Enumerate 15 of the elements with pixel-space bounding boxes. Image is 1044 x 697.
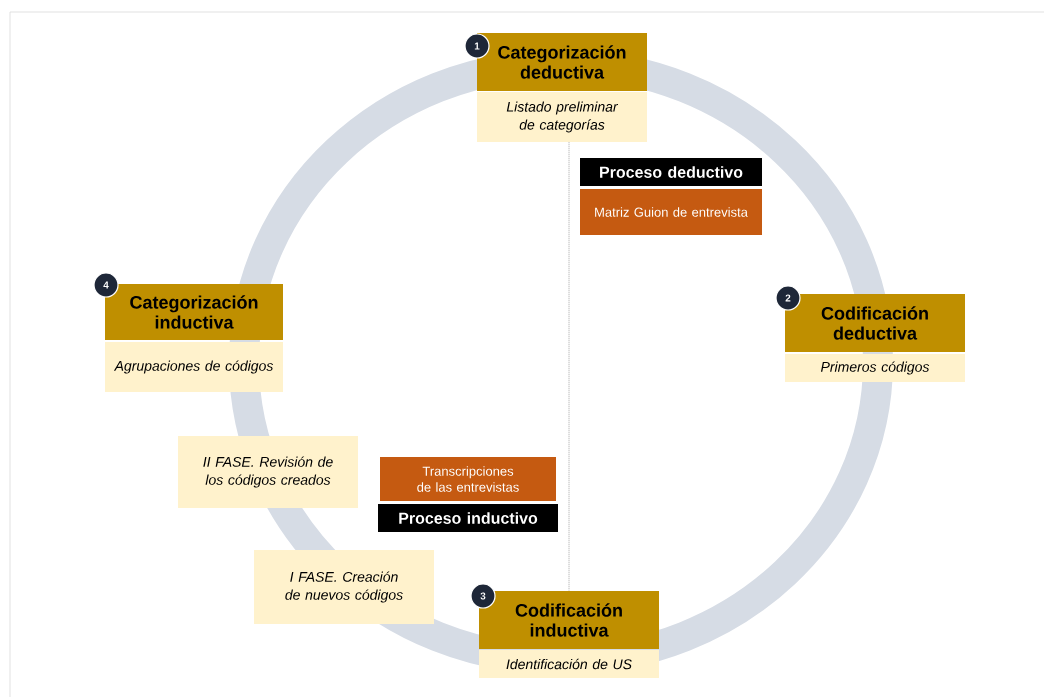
- source-box: Transcripciones de las entrevistas: [380, 457, 556, 501]
- number-badge: 2: [775, 285, 801, 311]
- description-box: II FASE. Revisión de los códigos creados: [178, 436, 358, 508]
- description-box: Agrupaciones de códigos: [105, 342, 283, 392]
- number-badge: 3: [470, 583, 496, 609]
- number-badge: 4: [93, 272, 119, 298]
- description-box: Listado preliminar de categorías: [477, 92, 647, 142]
- description-box: Primeros códigos: [785, 354, 965, 382]
- description-box: Identificación de US: [479, 650, 659, 678]
- dotted-line: [568, 141, 570, 592]
- process-label-box: Proceso inductivo: [378, 504, 558, 532]
- description-box: I FASE. Creación de nuevos códigos: [254, 550, 434, 624]
- source-box: Matriz Guion de entrevista: [580, 189, 762, 235]
- process-label-box: Proceso deductivo: [580, 158, 762, 186]
- number-badge: 1: [464, 33, 490, 59]
